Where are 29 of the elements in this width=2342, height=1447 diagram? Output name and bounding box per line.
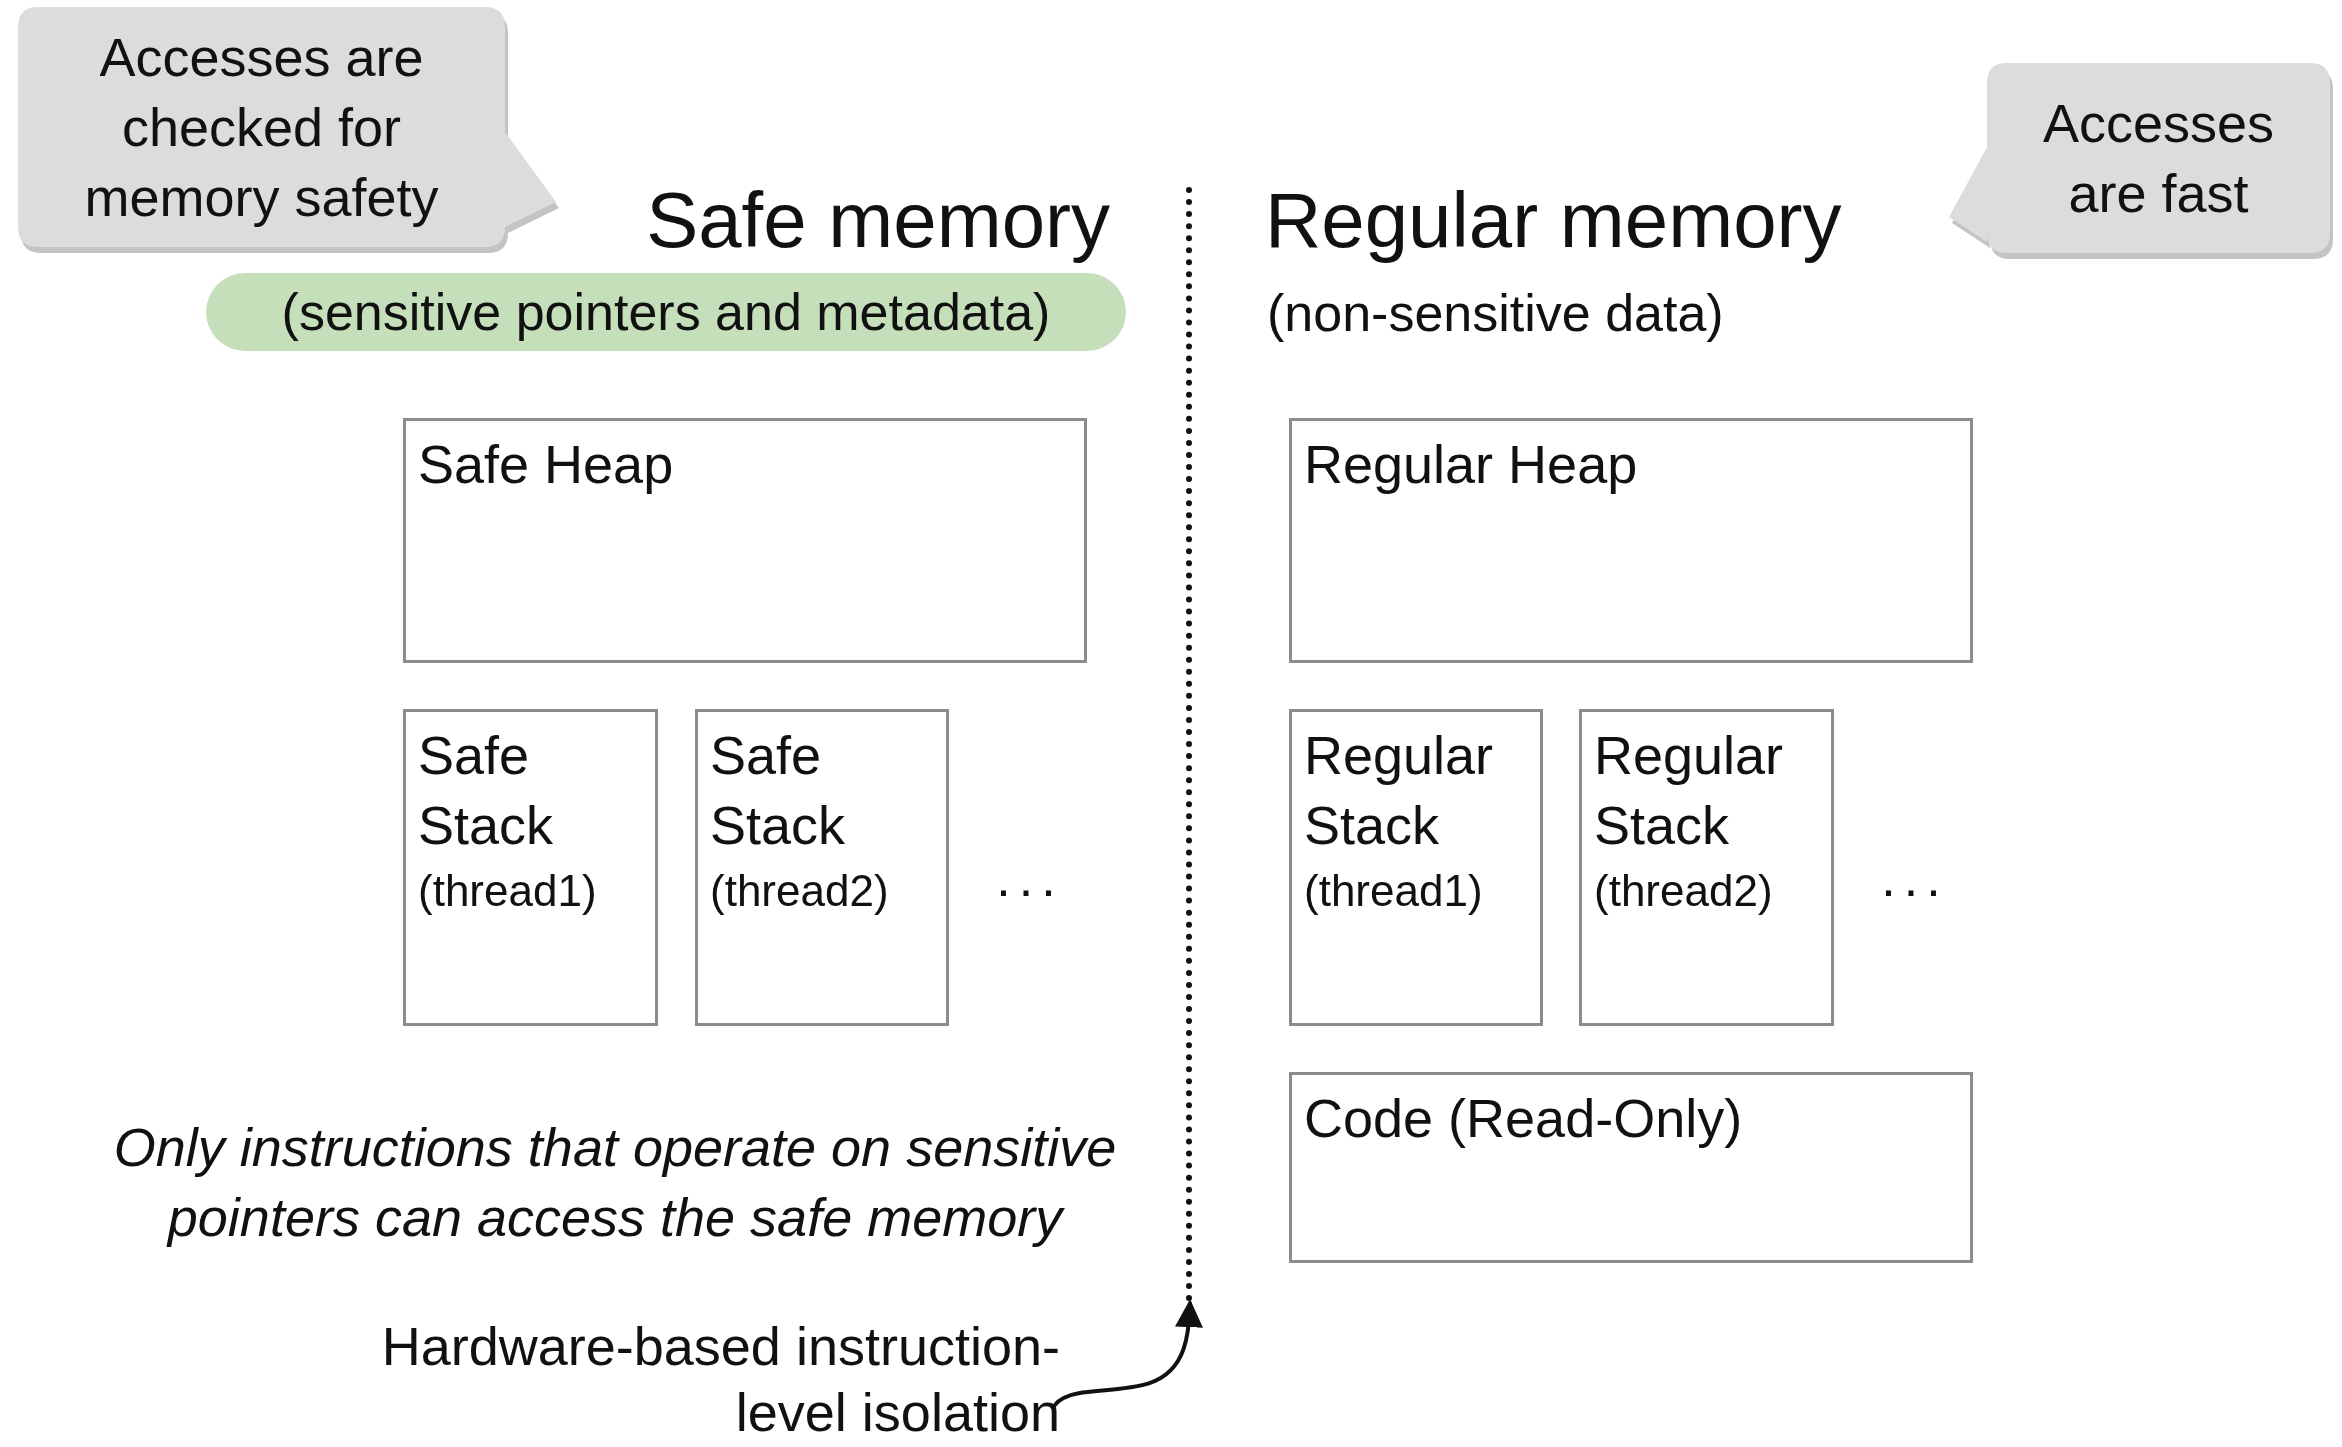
thread-label: (thread2) (1594, 865, 1774, 917)
thread-label: (thread1) (1304, 865, 1484, 917)
subheading: (non-sensitive data) (1267, 283, 1725, 344)
memory-region-box (1289, 709, 1543, 1026)
callout-text: Accesses are fast (2041, 92, 2276, 225)
region-title: Regular Stack (1304, 724, 1495, 857)
memory-region-box (403, 418, 1087, 663)
note-text: Only instructions that operate on sensitive pointers can access the safe memory (112, 1116, 1118, 1250)
highlight-text: (sensitive pointers and metadata) (281, 282, 1051, 342)
callout-text: Accesses are checked for memory safety (83, 26, 440, 229)
ellipsis: ... (1880, 848, 1950, 909)
region-title: Code (Read-Only) (1304, 1087, 1744, 1150)
heading: Safe memory (645, 175, 1110, 266)
region-title: Safe Stack (710, 724, 847, 857)
memory-region-box (1579, 709, 1834, 1026)
thread-label: (thread1) (418, 865, 598, 917)
heading: Regular memory (1265, 175, 1843, 266)
annotation-text: Hardware-based instruction-level isolation (380, 1315, 1060, 1444)
memory-region-box (403, 709, 658, 1026)
region-title: Regular Stack (1594, 724, 1785, 857)
region-title: Safe Stack (418, 724, 555, 857)
memory-region-box (1289, 1072, 1973, 1263)
thread-label: (thread2) (710, 865, 890, 917)
region-title: Regular Heap (1304, 433, 1639, 496)
memory-region-box (1289, 418, 1973, 663)
dotted-divider (1186, 187, 1192, 1302)
ellipsis: ... (995, 848, 1065, 909)
region-title: Safe Heap (418, 433, 675, 496)
memory-region-box (695, 709, 949, 1026)
